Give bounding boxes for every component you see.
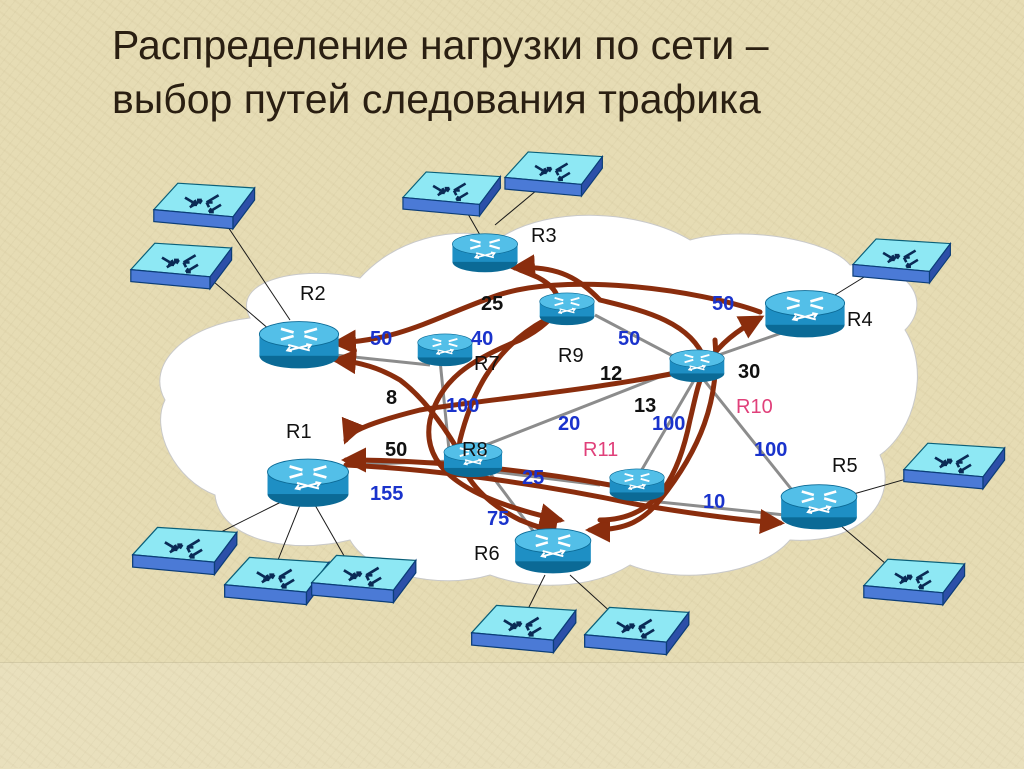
router-icon-r6 [513,527,593,575]
switch-icon [503,150,604,198]
title-line-2: выбор путей следования трафика [112,76,761,122]
switch-icon [583,606,691,656]
metric-label: 50 [712,293,734,315]
slide-title: Распределение нагрузки по сети – выбор п… [112,18,912,126]
metric-label: 100 [754,439,787,461]
metric-label: 155 [370,483,403,505]
router-icon-r10 [668,348,726,384]
metric-label: 30 [738,361,760,383]
metric-label: 100 [446,395,479,417]
switch-icon [902,441,1006,491]
router-label-r11: R11 [583,439,618,461]
metric-label: 20 [558,413,580,435]
path-r4-to-r6 [585,337,719,543]
switch-icon [851,237,952,285]
path-r4-to-r2 [331,281,763,355]
metric-label: 50 [370,328,392,350]
metric-label: 13 [634,395,656,417]
router-icon-r3 [450,232,520,274]
router-label-r10: R10 [736,396,773,418]
metric-label: 75 [487,508,509,530]
router-labels: R1 R2 R3 R4 R5 R6 R7 R8 R9 R10 R11 [286,225,873,565]
router-label-r2: R2 [300,283,326,305]
footer-band [0,662,1024,769]
router-label-r8: R8 [462,439,488,461]
path-r10-to-r1 [341,365,703,445]
router-icon-r2 [257,320,341,370]
router-label-r9: R9 [558,345,584,367]
link-metrics: 50 8 100 50 155 25 40 50 12 13 20 100 50… [370,293,787,530]
switch-icon [401,170,502,218]
router-label-r1: R1 [286,421,312,443]
router-icon-r11 [608,467,666,503]
switch-icon [470,604,578,654]
metric-label: 50 [385,439,407,461]
router-icon-r7 [416,332,474,368]
switch-icon [862,557,966,607]
metric-label: 40 [471,328,493,350]
metric-label: 8 [386,387,397,409]
router-icon-r5 [779,483,859,531]
metric-label: 25 [522,467,544,489]
router-icon-r1 [266,457,350,509]
switch-icon [129,241,233,291]
metric-label: 50 [618,328,640,350]
metric-label: 25 [481,293,503,315]
router-label-r5: R5 [832,455,858,477]
switch-icon [152,181,256,231]
router-label-r7: R7 [474,353,500,375]
metric-label: 12 [600,363,622,385]
metric-label: 100 [652,413,685,435]
title-line-1: Распределение нагрузки по сети – [112,22,769,68]
router-label-r4: R4 [847,309,873,331]
path-r1-to-r5 [343,462,785,534]
network-cloud [159,214,918,586]
router-label-r6: R6 [474,543,500,565]
path-r8-to-r2 [331,349,461,453]
router-label-r3: R3 [531,225,557,247]
switch-icon [131,526,239,576]
path-r6-to-r4 [597,315,765,523]
router-icon-r4 [764,289,846,339]
path-r10-to-r3 [510,254,708,363]
metric-label: 10 [703,491,725,513]
router-icon-r9 [538,291,596,327]
